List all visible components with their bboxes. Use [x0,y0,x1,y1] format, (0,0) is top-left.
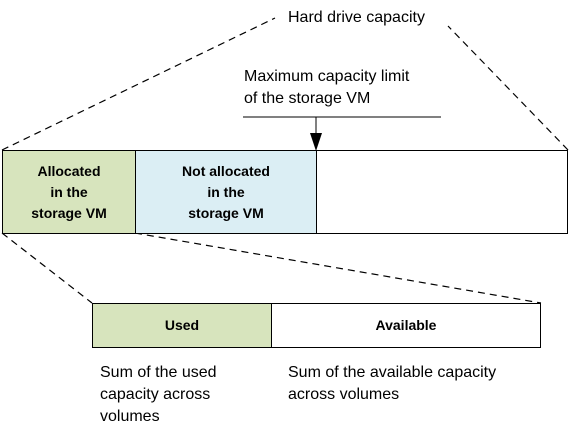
not-allocated-segment: Not allocated in the storage VM [135,150,317,234]
hard-drive-bracket-right [447,25,569,151]
allocated-segment: Allocated in the storage VM [2,150,136,234]
max-capacity-label: Maximum capacity limit of the storage VM [244,68,410,107]
available-sum-caption: Sum of the available capacity across vol… [288,364,497,403]
available-segment: Available [271,303,541,348]
zoom-bracket-left [1,232,93,304]
max-capacity-arrow-head [310,133,322,151]
used-sum-caption: Sum of the used capacity across volumes [100,364,217,425]
zoom-bracket-right [134,232,542,304]
hard-drive-bracket-left [1,17,276,151]
hard-drive-capacity-label: Hard drive capacity [288,9,425,26]
used-segment: Used [92,303,272,348]
